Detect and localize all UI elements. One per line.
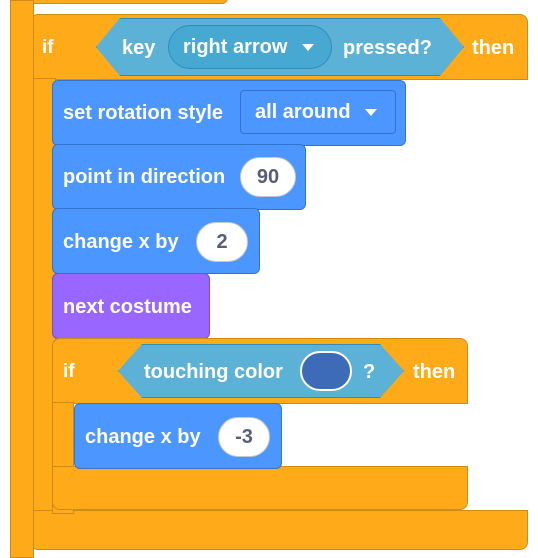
color-swatch-picker[interactable] (300, 351, 352, 391)
change-x-label-2: change x by (85, 426, 201, 448)
outer-if-bottom (30, 510, 528, 550)
key-label: key (122, 37, 156, 59)
key-menu-value: right arrow (183, 36, 288, 58)
inner-if-label: if (63, 361, 75, 382)
change-x-label-1: change x by (63, 231, 179, 253)
direction-input[interactable]: 90 (240, 157, 296, 197)
rotation-style-value: all around (255, 101, 351, 123)
next-costume-label: next costume (63, 296, 192, 318)
change-x-input-2[interactable]: -3 (218, 417, 270, 457)
outer-stack-rail (10, 0, 34, 558)
rotation-style-dropdown[interactable]: all around (240, 90, 396, 134)
question-mark-label: ? (363, 361, 376, 383)
point-in-direction-block[interactable] (52, 144, 306, 210)
point-in-direction-label: point in direction (63, 166, 226, 188)
outer-if-label: if (42, 37, 54, 58)
touching-color-condition[interactable] (118, 344, 404, 398)
set-rotation-style-label: set rotation style (63, 102, 224, 124)
inner-if-bottom (52, 466, 468, 510)
outer-container-edge (10, 0, 228, 4)
next-costume-block[interactable] (52, 273, 210, 339)
chevron-down-icon (365, 109, 377, 116)
pressed-label: pressed? (343, 37, 432, 59)
chevron-down-icon (302, 44, 314, 51)
touching-color-label: touching color (144, 361, 283, 383)
outer-then-label: then (472, 37, 515, 59)
inner-then-label: then (413, 361, 456, 383)
change-x-input-1[interactable]: 2 (196, 222, 248, 262)
